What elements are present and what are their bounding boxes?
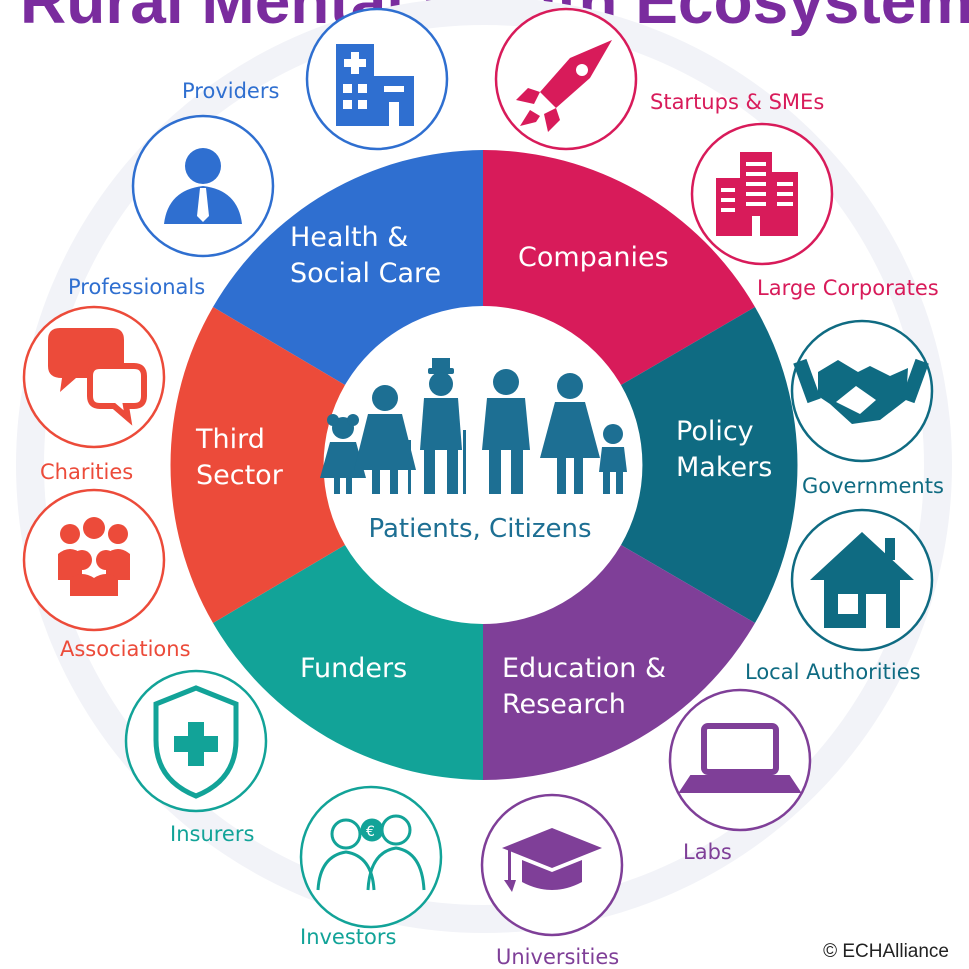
segment-label-education: Education & Research (502, 651, 666, 723)
segment-line: Funders (300, 653, 408, 684)
businessman-icon (164, 148, 242, 224)
segment-line: Education & (502, 653, 667, 684)
investors-icon: € (316, 814, 426, 891)
label-universities: Universities (496, 945, 620, 969)
speech-bubbles-icon (48, 328, 147, 426)
segment-label-third-sector: Third Sector (196, 422, 283, 494)
label-governments: Governments (802, 474, 944, 498)
label-startups: Startups & SMEs (650, 90, 825, 114)
shield-cross-icon (153, 685, 239, 799)
segment-line: Third (196, 424, 265, 455)
segment-third-sector[interactable] (170, 307, 345, 623)
segment-line: Makers (676, 452, 773, 483)
ring-segments (170, 150, 798, 780)
label-local-authorities: Local Authorities (745, 660, 921, 684)
house-icon (810, 532, 914, 628)
segment-label-companies: Companies (518, 240, 669, 276)
office-building-icon (716, 152, 798, 236)
labs-circle[interactable] (668, 688, 812, 832)
rocket-icon (516, 40, 612, 132)
segment-line: Sector (196, 460, 283, 491)
segment-label-policy: Policy Makers (676, 414, 772, 486)
segment-line: Research (502, 689, 626, 720)
center-label: Patients, Citizens (368, 514, 592, 544)
graduation-cap-icon (502, 828, 602, 892)
segment-line: Health & (290, 222, 409, 253)
group-icon (58, 517, 130, 596)
segment-policy-makers[interactable] (621, 307, 798, 623)
handshake-icon (793, 358, 929, 424)
label-large-corporates: Large Corporates (757, 276, 939, 300)
label-labs: Labs (683, 840, 732, 864)
segment-label-funders: Funders (300, 651, 407, 687)
label-charities: Charities (40, 460, 134, 484)
segment-companies[interactable] (483, 150, 755, 385)
segment-label-health: Health & Social Care (290, 220, 441, 292)
label-providers: Providers (182, 79, 280, 103)
investors-circle[interactable] (299, 785, 443, 929)
label-investors: Investors (300, 925, 397, 949)
svg-text:€: € (366, 824, 375, 840)
label-insurers: Insurers (170, 822, 255, 846)
segment-line: Policy (676, 416, 754, 447)
copyright-notice: © ECHAlliance (823, 941, 949, 962)
label-professionals: Professionals (68, 275, 206, 299)
segment-funders[interactable] (213, 545, 483, 780)
segment-health[interactable] (213, 150, 483, 385)
segment-line: Companies (518, 242, 669, 273)
segment-education-research[interactable] (483, 545, 755, 780)
laptop-icon (678, 723, 802, 793)
segment-line: Social Care (290, 258, 442, 289)
family-icon (320, 358, 627, 494)
hospital-icon (336, 44, 414, 126)
associations-circle[interactable] (22, 488, 166, 632)
label-associations: Associations (60, 637, 191, 661)
